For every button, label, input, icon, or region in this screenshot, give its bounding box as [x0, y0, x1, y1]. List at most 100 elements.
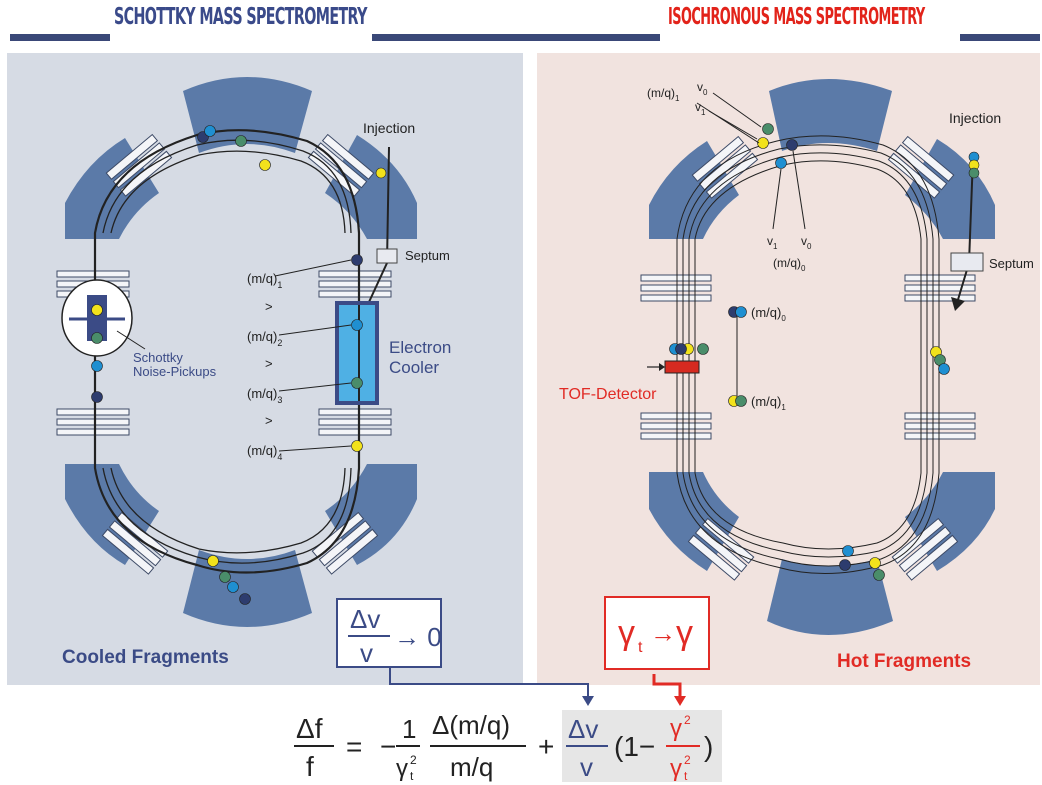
ion-navy [786, 139, 798, 151]
svg-text:v: v [360, 638, 373, 668]
header-schottky: SCHOTTKY MASS SPECTROMETRY [114, 4, 367, 30]
ion-green [235, 135, 247, 147]
condition-left-box: Δv v → 0 [336, 598, 442, 668]
ion-green [219, 571, 231, 583]
svg-text:2: 2 [684, 753, 691, 767]
svg-text:Δf: Δf [296, 713, 323, 744]
mq1-label: (m/q)1 [247, 271, 282, 290]
magnet-top [769, 79, 892, 151]
svg-text:γ: γ [670, 755, 682, 782]
ion-blue [204, 125, 216, 137]
ion-green [968, 167, 980, 179]
svg-text:f: f [306, 751, 314, 782]
ion-yellow [375, 167, 387, 179]
svg-text:−: − [380, 731, 396, 762]
ion-navy [675, 343, 687, 355]
mq-leaders [274, 259, 352, 452]
svg-text:→ 0: → 0 [394, 622, 442, 652]
svg-text:v: v [580, 752, 593, 782]
ions [91, 125, 387, 605]
electron-cooler-label-1: Electron [389, 338, 451, 357]
svg-text:Δv: Δv [568, 714, 598, 744]
condition-right-box: γ t → γ [604, 596, 710, 670]
svg-text:m/q: m/q [450, 752, 493, 782]
svg-text:γ: γ [396, 755, 408, 782]
v0-lower-label: v0 [801, 234, 812, 251]
ion-navy [351, 254, 363, 266]
ion-yellow [869, 557, 881, 569]
svg-text:Δv: Δv [350, 604, 380, 634]
mq2-label: (m/q)2 [247, 329, 282, 348]
svg-text:Δ(m/q): Δ(m/q) [432, 710, 510, 740]
hot-fragments-caption: Hot Fragments [837, 651, 971, 672]
svg-text:γ: γ [618, 614, 635, 652]
injection-arrowhead [951, 297, 965, 311]
v0-label: v0 [697, 80, 708, 97]
septum [950, 252, 984, 272]
tof-detector [664, 360, 700, 374]
septum-label: Septum [989, 256, 1034, 271]
ion-blue [775, 157, 787, 169]
ion-navy [239, 593, 251, 605]
electron-cooler-label-2: Cooler [389, 358, 439, 377]
connectors [389, 668, 686, 706]
ion-green [735, 395, 747, 407]
svg-text:t: t [684, 769, 688, 783]
ion-yellow [259, 159, 271, 171]
svg-text:=: = [346, 731, 362, 762]
ion-blue [842, 545, 854, 557]
svg-text:2: 2 [684, 713, 691, 727]
svg-text:+: + [538, 731, 554, 762]
cooled-fragments-caption: Cooled Fragments [62, 647, 229, 668]
svg-text:→: → [650, 618, 676, 648]
ion-green [873, 569, 885, 581]
gt-2: > [265, 356, 273, 371]
gt-3: > [265, 413, 273, 428]
magnet-bottom [767, 559, 893, 635]
ion-blue [351, 319, 363, 331]
svg-text:1: 1 [402, 714, 416, 744]
isochronous-panel: Injection Septum (m/q)1 v0 v1 v1 v0 (m/q… [537, 53, 1040, 685]
ion-yellow [207, 555, 219, 567]
label-leaders [696, 92, 806, 230]
ion-blue [938, 363, 950, 375]
ion-yellow [91, 304, 103, 316]
mq1-lower-label: (m/q)1 [751, 394, 786, 412]
svg-text:2: 2 [410, 753, 417, 767]
header-isochronous: ISOCHRONOUS MASS SPECTROMETRY [668, 4, 925, 30]
mq0-upper-label: (m/q)0 [773, 256, 806, 273]
ion-green [351, 377, 363, 389]
mq1-label: (m/q)1 [647, 86, 680, 103]
ion-green [91, 332, 103, 344]
ion-yellow [757, 137, 769, 149]
formula: Δf f = − 1 γ 2 t Δ(m/q) m/q + Δv v (1− γ… [294, 710, 722, 783]
schottky-panel: Injection Septum (m/q)1 > (m/q)2 > (m/q)… [7, 53, 523, 685]
ion-blue [91, 360, 103, 372]
svg-text:): ) [704, 731, 713, 762]
ion-navy [91, 391, 103, 403]
ion-green [697, 343, 709, 355]
svg-text:t: t [410, 769, 414, 783]
v1-label: v1 [695, 100, 706, 117]
header-line-left-b [372, 34, 660, 41]
septum-label: Septum [405, 248, 450, 263]
mq0-label: (m/q)0 [751, 305, 786, 323]
injection-label: Injection [363, 120, 415, 136]
mq3-label: (m/q)3 [247, 386, 282, 405]
v1-lower-label: v1 [767, 234, 778, 251]
ion-green [762, 123, 774, 135]
septum [376, 248, 398, 264]
svg-text:(1−: (1− [614, 731, 655, 762]
gt-1: > [265, 299, 273, 314]
tof-detector-label: TOF-Detector [559, 386, 657, 403]
injection-label: Injection [949, 110, 1001, 126]
ions [669, 123, 980, 581]
header-line-left-a [10, 34, 110, 41]
svg-text:γ: γ [670, 715, 682, 742]
ion-blue [227, 581, 239, 593]
svg-text:γ: γ [676, 614, 693, 652]
svg-text:t: t [638, 639, 643, 656]
ion-blue [735, 306, 747, 318]
header-line-right [960, 34, 1040, 41]
